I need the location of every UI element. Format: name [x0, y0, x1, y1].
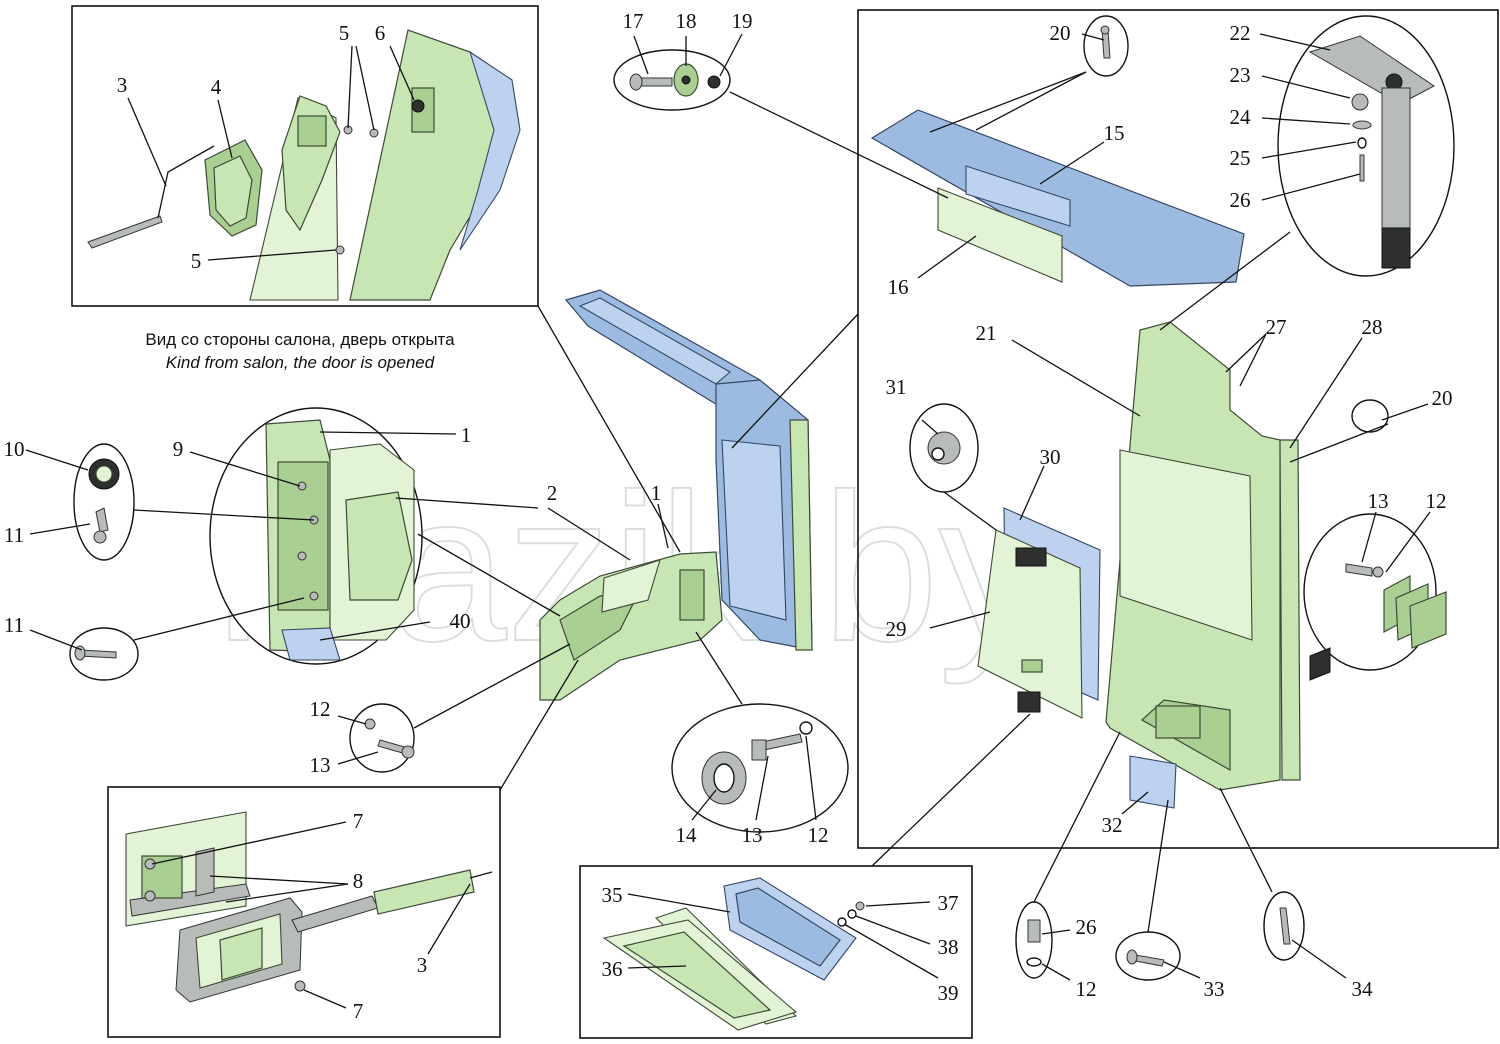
callout-37: 37 — [938, 891, 959, 915]
caption-ru: Вид со стороны салона, дверь открыта — [145, 330, 455, 349]
callout-12: 12 — [808, 823, 829, 847]
ellipse-33 — [1115, 931, 1181, 981]
callout-10: 10 — [4, 437, 25, 461]
callout-34: 34 — [1352, 977, 1374, 1001]
callout-40: 40 — [450, 609, 471, 633]
callout-18: 18 — [676, 9, 697, 33]
callout-31: 31 — [886, 375, 907, 399]
callout-33: 33 — [1204, 977, 1225, 1001]
callout-2: 2 — [547, 481, 558, 505]
callout-11: 11 — [4, 613, 24, 637]
callout-1: 1 — [461, 423, 472, 447]
callout-20: 20 — [1050, 21, 1071, 45]
callout-35: 35 — [602, 883, 623, 907]
callout-16: 16 — [888, 275, 909, 299]
latch-mechanism-drawing — [87, 29, 521, 301]
assembled-door-drawing — [539, 289, 813, 701]
frame-window-frame-detail — [579, 865, 973, 1039]
callout-26: 26 — [1230, 188, 1251, 212]
callout-19: 19 — [732, 9, 753, 33]
callout-25: 25 — [1230, 146, 1251, 170]
hinge-detail-drawing — [265, 419, 415, 661]
callout-5: 5 — [191, 249, 202, 273]
callout-32: 32 — [1102, 813, 1123, 837]
blanking-plate-32 — [1129, 755, 1177, 809]
callout-1: 1 — [651, 481, 662, 505]
callout-3: 3 — [117, 73, 128, 97]
callout-12: 12 — [1426, 489, 1447, 513]
callout-39: 39 — [938, 981, 959, 1005]
callout-26: 26 — [1076, 915, 1097, 939]
callout-27: 27 — [1266, 315, 1287, 339]
callout-4: 4 — [211, 75, 222, 99]
callout-9: 9 — [173, 437, 184, 461]
callout-38: 38 — [938, 935, 959, 959]
callout-13: 13 — [742, 823, 763, 847]
ellipse-20b — [1351, 399, 1389, 433]
callout-12: 12 — [310, 697, 331, 721]
spacer-plates-drawing — [1309, 563, 1447, 681]
hinge-arm-drawing — [1308, 35, 1435, 269]
frame-latch-detail — [71, 5, 539, 307]
callout-6: 6 — [375, 21, 386, 45]
handle-detail-drawing — [125, 811, 493, 1003]
window-frame-detail-drawing — [602, 877, 865, 1031]
door-panel-drawing — [1105, 321, 1301, 791]
top-cover-drawing — [870, 109, 1245, 287]
callout-12: 12 — [1076, 977, 1097, 1001]
callout-22: 22 — [1230, 21, 1251, 45]
callout-13: 13 — [1368, 489, 1389, 513]
frame-handle-detail — [107, 786, 501, 1038]
callout-28: 28 — [1362, 315, 1383, 339]
callout-5: 5 — [339, 21, 350, 45]
callout-7: 7 — [353, 999, 364, 1023]
callout-8: 8 — [353, 869, 364, 893]
callout-29: 29 — [886, 617, 907, 641]
callout-20: 20 — [1432, 386, 1453, 410]
callout-21: 21 — [976, 321, 997, 345]
callout-17: 17 — [623, 9, 644, 33]
callout-3: 3 — [417, 953, 428, 977]
inspection-panel-drawing — [977, 507, 1101, 719]
callout-23: 23 — [1230, 63, 1251, 87]
callout-labels: 3 4 5 6 5 17 18 19 20 15 16 22 23 24 25 … — [4, 9, 1453, 1023]
callout-14: 14 — [676, 823, 698, 847]
callout-24: 24 — [1230, 105, 1252, 129]
leader-lines — [25, 33, 1431, 1009]
callout-36: 36 — [602, 957, 623, 981]
frame-door-panel — [857, 9, 1499, 849]
caption-en: Kind from salon, the door is opened — [166, 353, 435, 372]
ellipse-12-13 — [349, 703, 415, 773]
callout-15: 15 — [1104, 121, 1125, 145]
callout-13: 13 — [310, 753, 331, 777]
callout-11: 11 — [4, 523, 24, 547]
callout-7: 7 — [353, 809, 364, 833]
callout-30: 30 — [1040, 445, 1061, 469]
